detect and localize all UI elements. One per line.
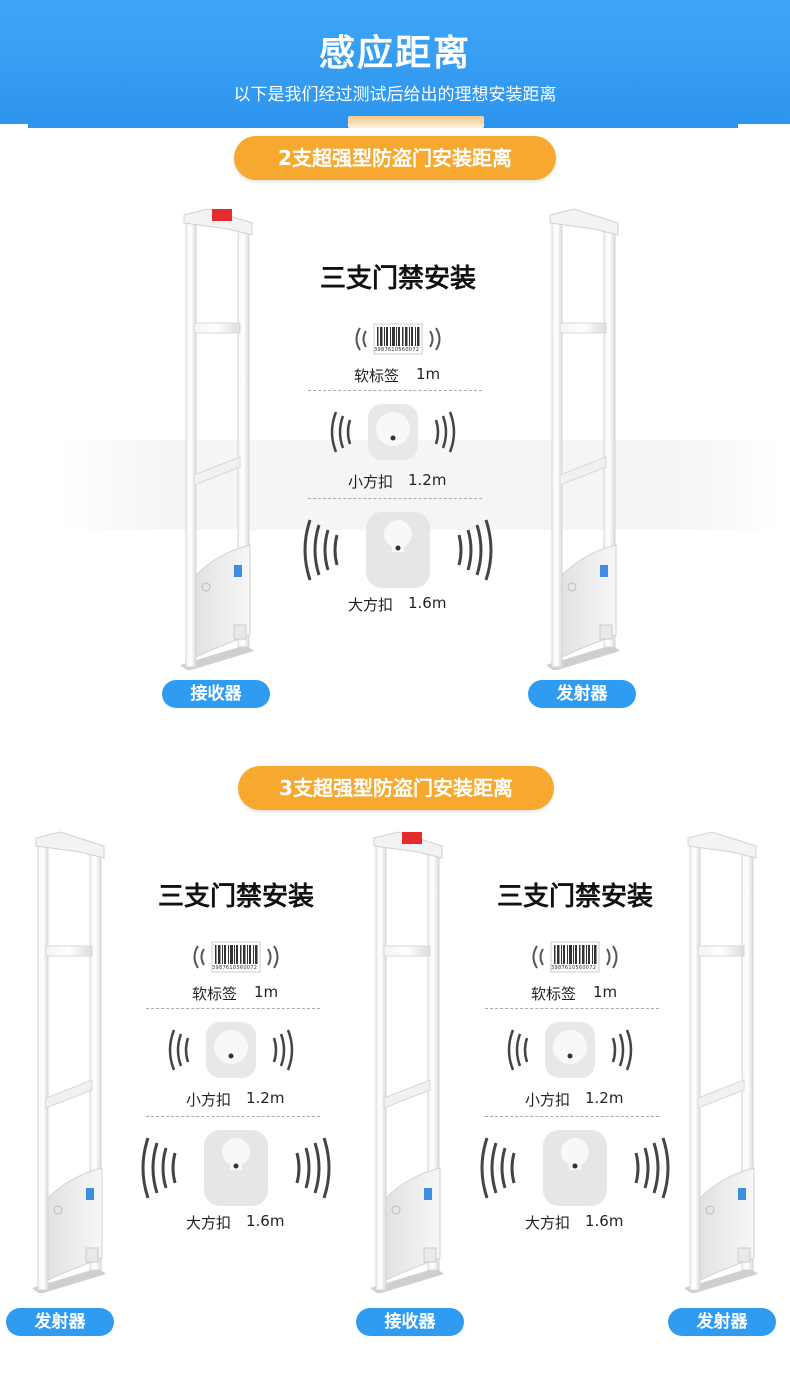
security-gate-icon: [370, 831, 444, 1293]
page-title: 感应距离: [318, 33, 471, 74]
soft-tag-visual: [188, 938, 284, 976]
install-title: 三支门禁安装: [319, 264, 476, 294]
gate-receiver-2: [368, 828, 448, 1293]
large-tag-visual: [138, 1126, 334, 1210]
small-tag-visual: [328, 398, 458, 466]
gate-transmitter-2a: [30, 828, 110, 1293]
divider: [146, 1008, 320, 1009]
large-tag-name: 大方扣: [186, 1214, 232, 1232]
header-banner: 感应距离 以下是我们经过测试后给出的理想安装距离: [0, 0, 790, 128]
security-gate-icon: [180, 208, 254, 670]
divider: [485, 1008, 659, 1009]
barcode-number: 3987610560072: [374, 347, 420, 353]
large-tag-name: 大方扣: [525, 1214, 571, 1232]
label-receiver-center: 接收器: [356, 1308, 464, 1336]
gate-transmitter-1: [544, 205, 624, 670]
small-tag-visual: [505, 1016, 635, 1084]
soft-tag-distance: 1m: [416, 365, 441, 383]
soft-tag-distance: 1m: [254, 983, 279, 1001]
section-1-title: 2支超强型防盗门安装距离: [234, 136, 556, 180]
label-receiver: 接收器: [162, 680, 270, 708]
banner-tab-decoration: [348, 116, 484, 128]
label-transmitter-left: 发射器: [6, 1308, 114, 1336]
small-tag-visual: [166, 1016, 296, 1084]
large-tag-visual: [300, 508, 496, 592]
barcode-number: 3987610560072: [551, 965, 597, 971]
large-tag-name: 大方扣: [348, 596, 394, 614]
large-tag-visual: [477, 1126, 673, 1210]
barcode-number: 3987610560072: [212, 965, 258, 971]
alarm-light-icon: [402, 832, 422, 844]
soft-tag-name: 软标签: [192, 985, 238, 1003]
label-transmitter-right: 发射器: [668, 1308, 776, 1336]
divider: [485, 1116, 659, 1117]
divider: [308, 498, 482, 499]
label-transmitter: 发射器: [528, 680, 636, 708]
soft-tag-visual: [527, 938, 623, 976]
divider: [146, 1116, 320, 1117]
install-title: 三支门禁安装: [157, 882, 314, 912]
soft-tag-name: 软标签: [531, 985, 577, 1003]
small-tag-name: 小方扣: [348, 473, 394, 491]
divider: [308, 390, 482, 391]
alarm-light-icon: [212, 209, 232, 221]
security-gate-icon: [684, 831, 758, 1293]
small-tag-name: 小方扣: [525, 1091, 571, 1109]
section-2-title: 3支超强型防盗门安装距离: [238, 766, 554, 810]
small-tag-distance: 1.2m: [246, 1089, 285, 1107]
security-gate-icon: [32, 831, 106, 1293]
large-tag-distance: 1.6m: [246, 1212, 285, 1230]
soft-tag-visual: [350, 320, 446, 358]
security-gate-icon: [546, 208, 620, 670]
install-title: 三支门禁安装: [496, 882, 653, 912]
soft-tag-distance: 1m: [593, 983, 618, 1001]
gate-receiver-1: [178, 205, 258, 670]
page-subtitle: 以下是我们经过测试后给出的理想安装距离: [233, 85, 557, 105]
small-tag-distance: 1.2m: [585, 1089, 624, 1107]
gate-transmitter-2b: [682, 828, 762, 1293]
small-tag-name: 小方扣: [186, 1091, 232, 1109]
large-tag-distance: 1.6m: [585, 1212, 624, 1230]
small-tag-distance: 1.2m: [408, 471, 447, 489]
soft-tag-name: 软标签: [354, 367, 400, 385]
large-tag-distance: 1.6m: [408, 594, 447, 612]
